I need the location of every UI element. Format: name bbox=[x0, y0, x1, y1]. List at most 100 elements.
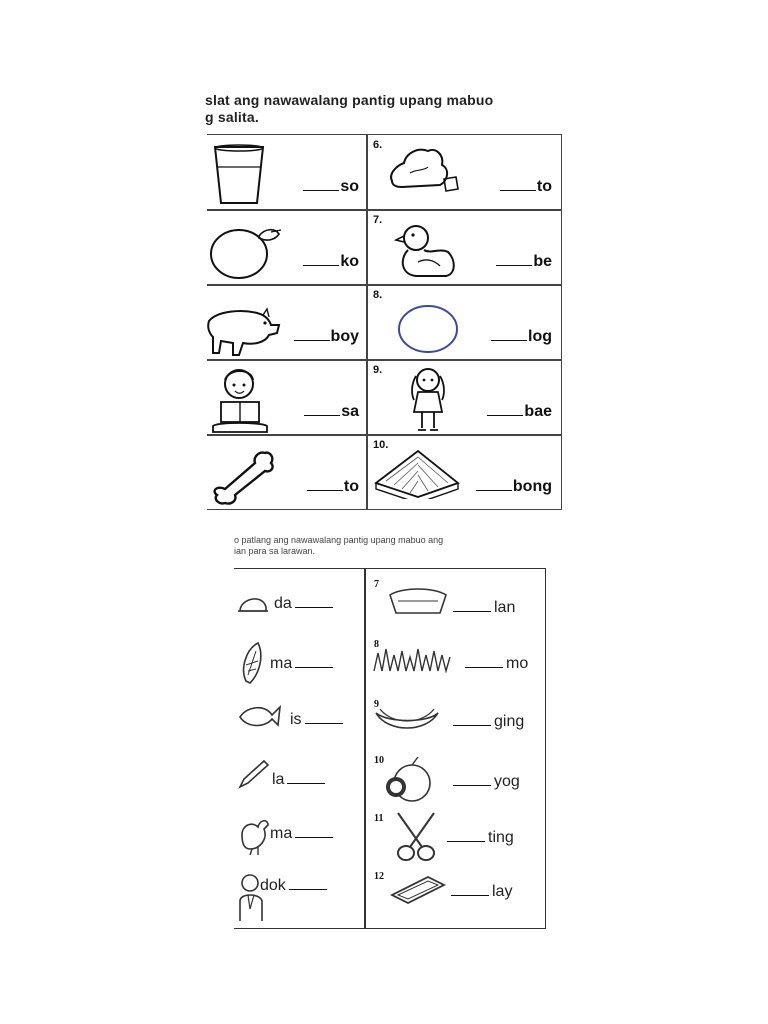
syllable-suffix: ting bbox=[488, 829, 514, 846]
corn-icon bbox=[238, 641, 266, 690]
pig-icon bbox=[207, 303, 285, 364]
syllable-suffix: mo bbox=[506, 655, 529, 672]
answer-blank[interactable]: bae bbox=[487, 403, 552, 421]
answer-blank[interactable]: lan bbox=[450, 599, 515, 617]
worksheet1-item: 7. be bbox=[368, 210, 560, 285]
worksheet1-item: 9. bae bbox=[368, 360, 560, 435]
syllable-suffix: bong bbox=[512, 478, 552, 495]
worksheet2-item: 10 yog bbox=[368, 749, 538, 807]
item-number: 9 bbox=[374, 699, 379, 710]
fish-icon bbox=[238, 701, 282, 736]
worksheet1-item: 10. bong bbox=[368, 435, 560, 510]
worksheet1-item: boy bbox=[207, 285, 367, 360]
answer-blank[interactable]: ma bbox=[270, 825, 336, 843]
worksheet2-item: 7 lan bbox=[368, 573, 538, 631]
worksheet2-instructions-line: ian para sa larawan. bbox=[234, 546, 316, 556]
worksheet2-item: la bbox=[234, 749, 404, 807]
worksheet2-instructions: o patlang ang nawawalang pantig upang ma… bbox=[234, 535, 554, 557]
answer-blank[interactable]: lay bbox=[448, 883, 512, 901]
answer-blank[interactable]: ging bbox=[450, 713, 524, 731]
row-divider bbox=[207, 359, 561, 361]
column-divider bbox=[364, 569, 366, 928]
answer-blank[interactable]: log bbox=[491, 328, 552, 346]
item-number: 7 bbox=[374, 579, 379, 590]
girl-icon bbox=[400, 366, 456, 439]
worksheet1-item: 8. log bbox=[368, 285, 560, 360]
worksheet2-item: dok bbox=[234, 863, 404, 921]
syllable-prefix: is bbox=[290, 711, 302, 728]
answer-blank[interactable]: to bbox=[306, 478, 359, 496]
worksheet1-instructions-line: slat ang nawawalang pantig upang mabuo bbox=[205, 92, 494, 108]
worksheet2-item: ma bbox=[234, 631, 404, 689]
banana-icon bbox=[374, 705, 440, 740]
cake-icon bbox=[388, 587, 448, 622]
item-number: 8 bbox=[374, 639, 379, 650]
item-number: 8. bbox=[373, 289, 383, 301]
pencil-icon bbox=[238, 759, 270, 794]
worksheet1-table: so 6. to ko 7. be bo bbox=[207, 134, 562, 510]
syllable-prefix: dok bbox=[260, 877, 286, 894]
answer-blank[interactable]: ko bbox=[303, 253, 359, 271]
chicken-icon bbox=[238, 815, 272, 860]
worksheet2-instructions-line: o patlang ang nawawalang pantig upang ma… bbox=[234, 535, 444, 545]
boy-reading-icon bbox=[209, 366, 275, 441]
answer-blank[interactable]: to bbox=[499, 178, 552, 196]
answer-blank[interactable]: boy bbox=[293, 328, 359, 346]
worksheet1-item: ko bbox=[207, 210, 367, 285]
answer-blank[interactable]: sa bbox=[304, 403, 359, 421]
syllable-prefix: ma bbox=[270, 655, 293, 672]
glass-icon bbox=[209, 141, 269, 212]
syllable-prefix: da bbox=[274, 595, 292, 612]
syllable-suffix: log bbox=[528, 328, 552, 345]
worksheet2-table: da ma is la ma dok 7 lan 8 bbox=[234, 568, 546, 929]
row-divider bbox=[207, 434, 561, 436]
answer-blank[interactable]: yog bbox=[450, 773, 520, 791]
syllable-suffix: ko bbox=[340, 253, 359, 270]
worksheet1-item: sa bbox=[207, 360, 367, 435]
rock-icon bbox=[384, 143, 462, 200]
answer-blank[interactable]: so bbox=[303, 178, 359, 196]
worksheet2-item: 12 lay bbox=[368, 865, 538, 923]
worksheet1-item: 6. to bbox=[368, 135, 560, 210]
column-divider bbox=[366, 135, 368, 509]
syllable-suffix: bae bbox=[524, 403, 552, 420]
answer-blank[interactable]: ma bbox=[270, 655, 336, 673]
fruit-icon bbox=[209, 216, 285, 287]
worksheet2-item: 9 ging bbox=[368, 693, 538, 751]
answer-blank[interactable]: dok bbox=[260, 877, 330, 895]
worksheet2-item: 8 mo bbox=[368, 633, 538, 691]
item-number: 11 bbox=[374, 813, 384, 824]
hat-icon bbox=[238, 587, 268, 622]
row-divider bbox=[207, 209, 561, 211]
item-number: 12 bbox=[374, 871, 384, 882]
circle-icon bbox=[396, 303, 460, 360]
answer-blank[interactable]: be bbox=[496, 253, 552, 271]
worksheet2-item: da bbox=[234, 577, 404, 635]
syllable-suffix: lan bbox=[494, 599, 516, 616]
item-number: 6. bbox=[373, 139, 383, 151]
coconut-icon bbox=[384, 756, 434, 810]
syllable-suffix: be bbox=[533, 253, 552, 270]
row-divider bbox=[207, 284, 561, 286]
worksheet1-instructions: slat ang nawawalang pantig upang mabuo g… bbox=[205, 92, 565, 126]
syllable-prefix: la bbox=[272, 771, 285, 788]
item-number: 10. bbox=[373, 439, 389, 451]
syllable-suffix: to bbox=[536, 178, 552, 195]
answer-blank[interactable]: mo bbox=[462, 655, 528, 673]
answer-blank[interactable]: da bbox=[274, 595, 336, 613]
answer-blank[interactable]: ting bbox=[444, 829, 514, 847]
item-number: 10 bbox=[374, 755, 384, 766]
worksheet2-item: is bbox=[234, 691, 404, 749]
duck-icon bbox=[393, 220, 458, 285]
syllable-suffix: lay bbox=[492, 883, 513, 900]
doctor-icon bbox=[238, 873, 268, 928]
syllable-suffix: sa bbox=[341, 403, 359, 420]
worksheet2-item: 11 ting bbox=[368, 807, 538, 865]
item-number: 7. bbox=[373, 214, 383, 226]
worksheet1-item: to bbox=[207, 435, 367, 510]
answer-blank[interactable]: is bbox=[290, 711, 346, 729]
answer-blank[interactable]: bong bbox=[475, 478, 552, 496]
answer-blank[interactable]: la bbox=[272, 771, 328, 789]
syllable-suffix: ging bbox=[494, 713, 525, 730]
